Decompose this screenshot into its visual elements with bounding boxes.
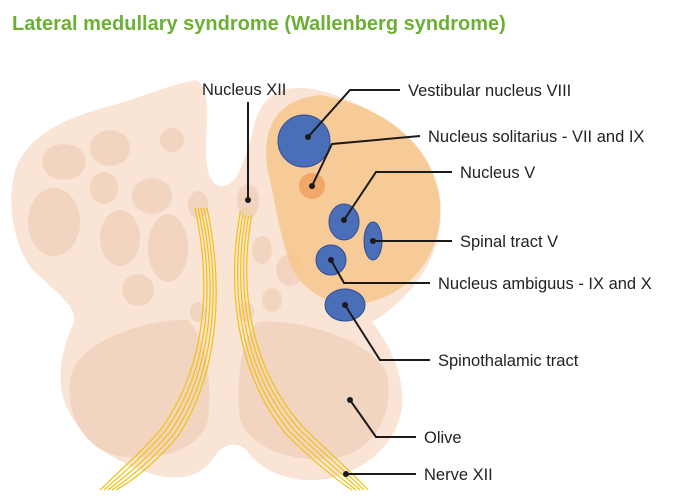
olive-left xyxy=(69,319,210,458)
nerve-xii-fibers xyxy=(99,207,369,491)
label-nerve-xii: Nerve XII xyxy=(424,466,493,484)
diagram-title: Lateral medullary syndrome (Wallenberg s… xyxy=(12,13,506,35)
label-olive: Olive xyxy=(424,429,462,447)
label-nucleus-v: Nucleus V xyxy=(460,164,535,182)
label-nucleus-xii: Nucleus XII xyxy=(202,81,286,99)
grey-matter xyxy=(28,128,304,322)
leader-dots xyxy=(245,134,376,477)
label-nucleus-solitarius: Nucleus solitarius - VII and IX xyxy=(428,128,644,146)
leader-lines xyxy=(247,89,452,475)
vestibular-nucleus xyxy=(277,114,331,168)
label-spinal-tract-v: Spinal tract V xyxy=(460,233,558,251)
label-nucleus-ambiguus: Nucleus ambiguus - IX and X xyxy=(438,275,652,293)
olive-right xyxy=(238,321,389,460)
label-vestibular-nucleus: Vestibular nucleus VIII xyxy=(408,82,571,100)
label-spinothalamic-tract: Spinothalamic tract xyxy=(438,352,579,370)
